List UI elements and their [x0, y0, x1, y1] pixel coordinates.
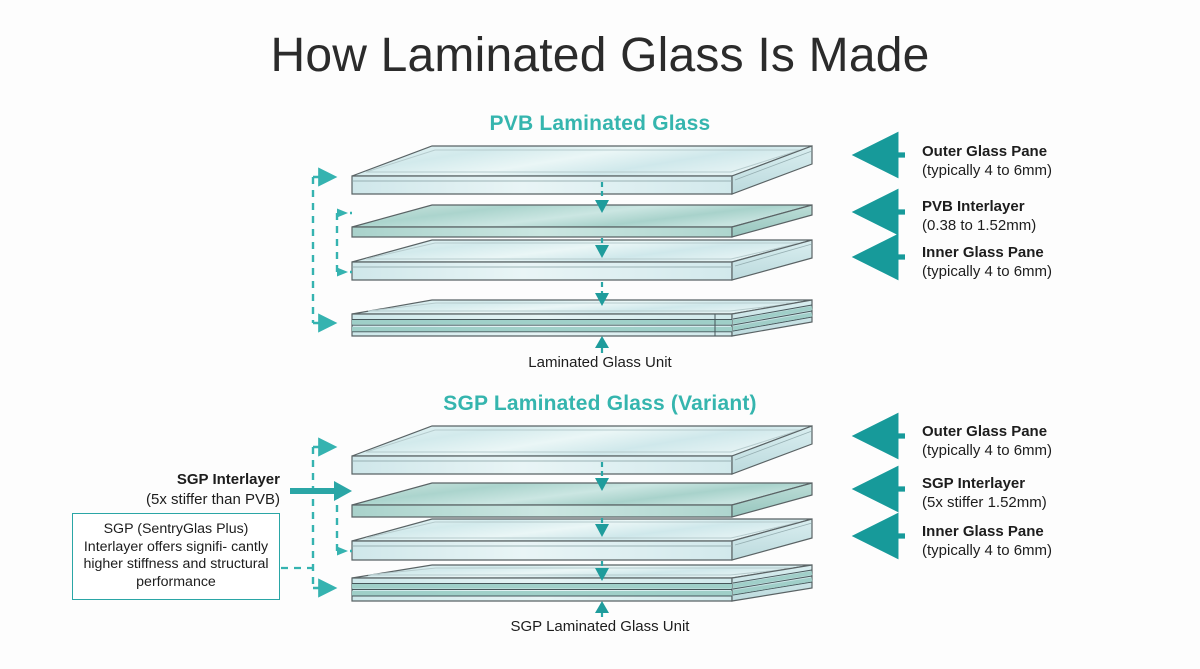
callout-line-3: cantly higher stiffness and: [83, 538, 269, 573]
pvb-label-inner-glass-pane: Inner Glass Pane (typically 4 to 6mm): [922, 243, 1052, 281]
sgp-inner-glass-pane-shape: [351, 518, 813, 561]
sgp-unit-caption: SGP Laminated Glass Unit: [510, 618, 690, 635]
sgp-bracket-arrowheads: [337, 546, 348, 556]
sgp-left-label-sub: (5x stiffer than PVB): [146, 491, 280, 508]
pvb-label-inner-sub: (typically 4 to 6mm): [922, 263, 1053, 280]
pvb-right-arrows: [851, 131, 905, 281]
sgp-callout-box: SGP (SentryGlas Plus) Interlayer offers …: [72, 513, 280, 601]
pvb-label-interlayer-title: PVB Interlayer: [922, 198, 1025, 215]
pvb-interlayer-shape: [351, 204, 813, 238]
callout-line-1: SGP (SentryGlas Plus): [103, 521, 249, 537]
sgp-right-arrows: [851, 412, 905, 560]
pvb-unit-caption: Laminated Glass Unit: [528, 354, 672, 371]
sgp-label-inner-glass-pane: Inner Glass Pane (typically 4 to 6mm): [922, 522, 1052, 560]
pvb-label-outer-title: Outer Glass Pane: [922, 143, 1048, 160]
pvb-label-inner-title: Inner Glass Pane: [922, 244, 1044, 261]
pvb-label-interlayer: PVB Interlayer (0.38 to 1.52mm): [922, 197, 1036, 235]
pvb-bracket-arrowheads: [337, 208, 348, 277]
sgp-label-inner-title: Inner Glass Pane: [922, 523, 1044, 540]
sgp-left-label-title: SGP Interlayer: [176, 471, 280, 488]
sgp-left-label-interlayer: SGP Interlayer (5x stiffer than PVB): [60, 470, 280, 510]
pvb-outer-glass-pane-shape: [351, 145, 813, 195]
sgp-label-outer-glass-pane: Outer Glass Pane (typically 4 to 6mm): [922, 422, 1052, 460]
pvb-laminated-glass-unit-shape: [351, 299, 813, 337]
sgp-interlayer-callout-arrow: [290, 481, 352, 501]
callout-line-4: structural performance: [136, 556, 269, 590]
pvb-label-outer-sub: (typically 4 to 6mm): [922, 162, 1053, 179]
sgp-label-interlayer-sub: (5x stiffer 1.52mm): [922, 494, 1047, 511]
sgp-label-outer-title: Outer Glass Pane: [922, 423, 1048, 440]
sgp-label-interlayer: SGP Interlayer (5x stiffer 1.52mm): [922, 474, 1047, 512]
sgp-interlayer-shape: [351, 482, 813, 518]
pvb-center-down-arrows: [595, 182, 609, 353]
sgp-label-outer-sub: (typically 4 to 6mm): [922, 442, 1053, 459]
sgp-outer-glass-pane-shape: [351, 425, 813, 475]
section-heading-sgp: SGP Laminated Glass (Variant): [443, 392, 757, 415]
sgp-label-interlayer-title: SGP Interlayer: [922, 475, 1026, 492]
sgp-center-down-arrows: [595, 462, 609, 617]
pvb-inner-glass-pane-shape: [351, 239, 813, 281]
sgp-laminated-glass-unit-shape: [351, 564, 813, 602]
sgp-dashed-bracket: [311, 437, 352, 598]
section-heading-pvb: PVB Laminated Glass: [489, 112, 711, 135]
page-title: How Laminated Glass Is Made: [270, 29, 930, 82]
callout-line-2: Interlayer offers signifi-: [83, 538, 228, 555]
sgp-label-inner-sub: (typically 4 to 6mm): [922, 542, 1053, 559]
pvb-label-interlayer-sub: (0.38 to 1.52mm): [922, 217, 1037, 234]
pvb-label-outer-glass-pane: Outer Glass Pane (typically 4 to 6mm): [922, 142, 1052, 180]
pvb-dashed-bracket: [311, 167, 352, 333]
